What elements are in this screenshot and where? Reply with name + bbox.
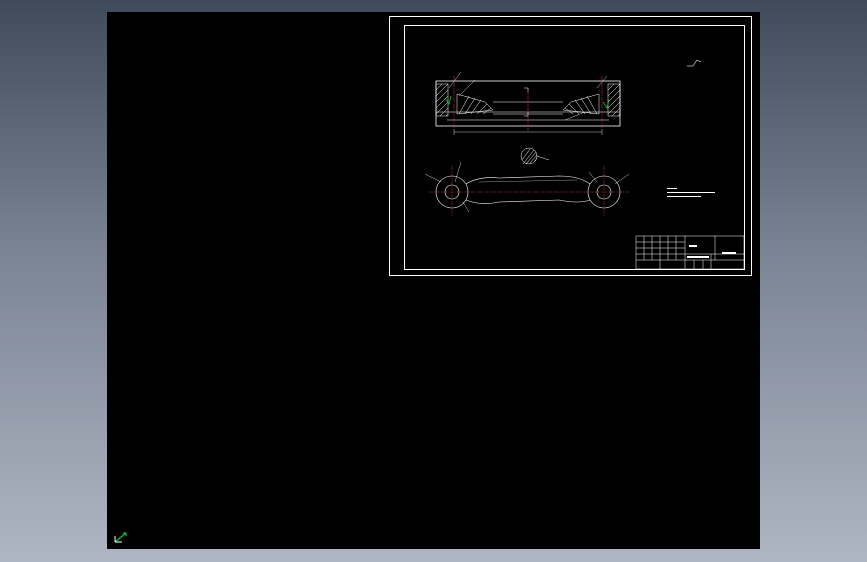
surface-roughness-icon <box>687 59 702 67</box>
rod-cross-section <box>520 147 550 165</box>
roughness-mark-left <box>444 95 452 105</box>
technical-notes <box>667 188 715 197</box>
model-space-viewport[interactable] <box>107 12 760 549</box>
left-rod-hatch <box>456 93 494 115</box>
drawing-frame <box>404 25 745 270</box>
drawing-sheet <box>389 16 753 277</box>
front-section-view <box>435 71 621 135</box>
title-block <box>635 235 745 270</box>
right-rod-hatch <box>562 93 600 115</box>
top-view <box>424 161 630 216</box>
left-boss-hatch <box>435 83 449 117</box>
sheet-outer-border <box>389 16 752 276</box>
ucs-icon <box>112 529 130 545</box>
right-boss-hatch <box>607 83 621 117</box>
roughness-mark-right <box>602 99 610 109</box>
